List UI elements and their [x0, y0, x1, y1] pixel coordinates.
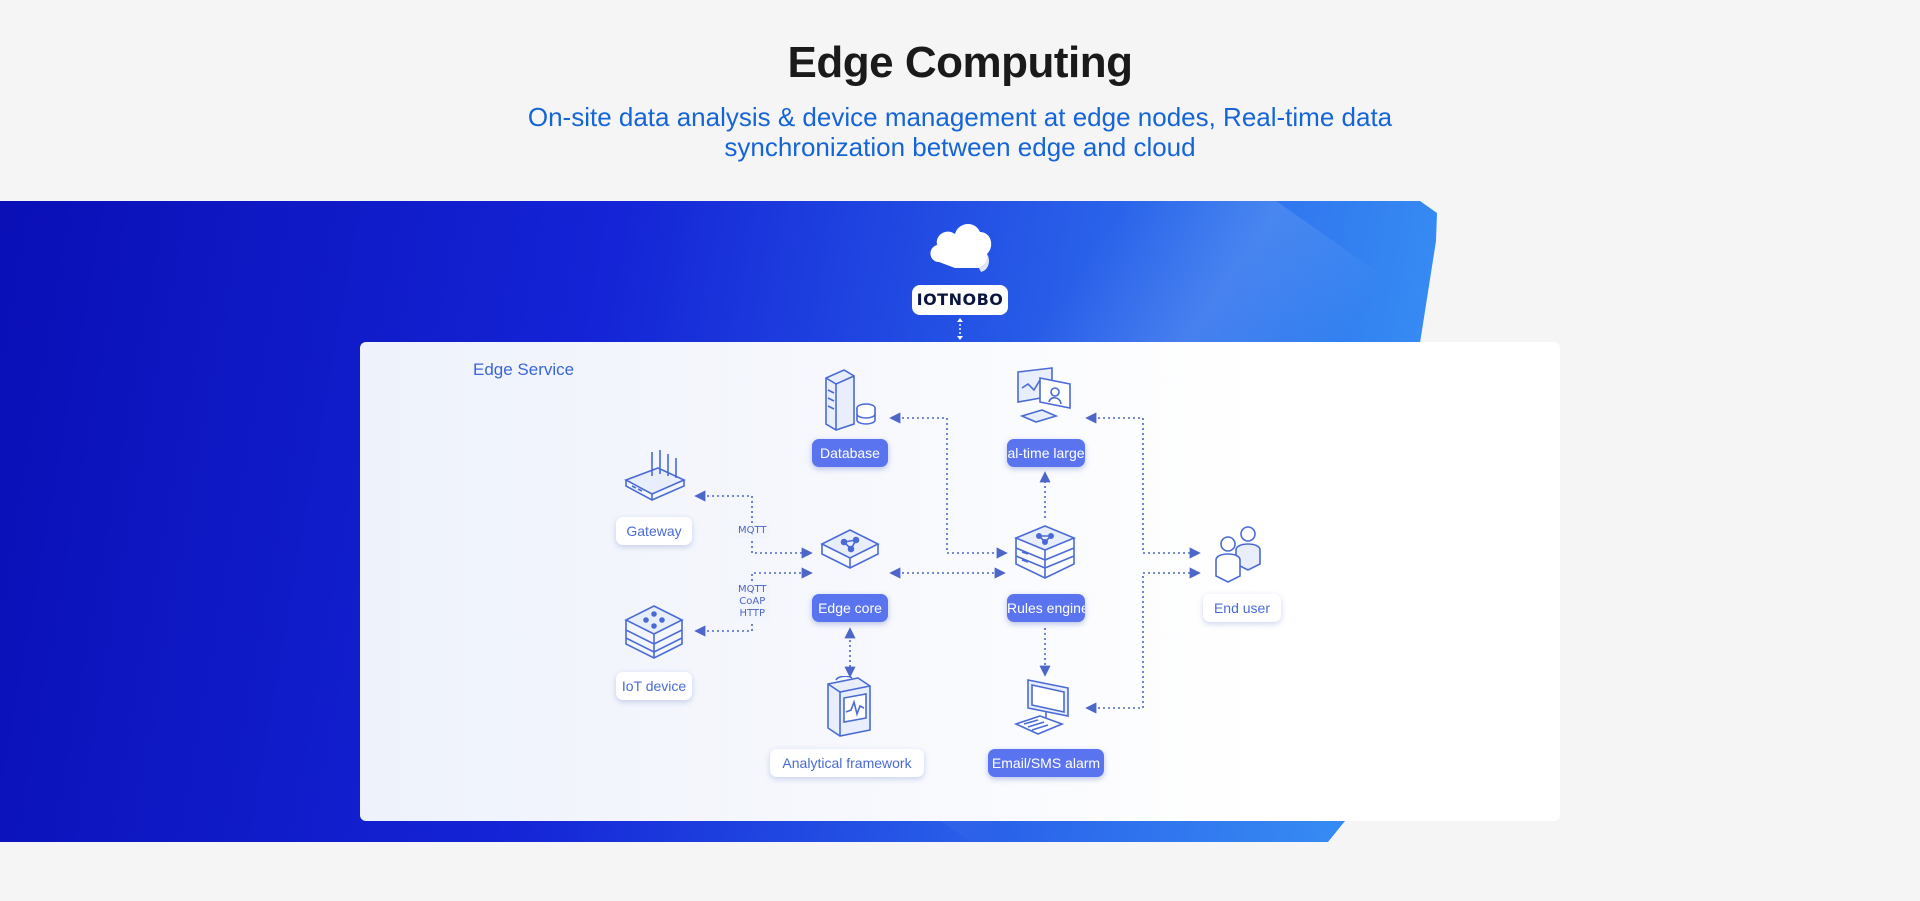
node-realtime-large-screen[interactable]: al-time large — [1007, 439, 1085, 467]
cloud-sync-arrow-icon — [957, 318, 963, 340]
protocol-coap: CoAP — [739, 596, 766, 607]
page-subtitle: On-site data analysis & device managemen… — [527, 102, 1393, 162]
node-gateway[interactable]: Gateway — [616, 517, 692, 545]
edge-service-panel — [360, 342, 1560, 821]
node-iot-device[interactable]: IoT device — [616, 672, 692, 700]
router-gateway-icon — [624, 450, 686, 501]
database-server-icon — [825, 369, 876, 431]
node-database[interactable]: Database — [812, 439, 888, 467]
monitor-dashboard-icon — [1017, 367, 1071, 423]
protocol-mqtt: MQTT — [738, 584, 767, 595]
rules-engine-server-icon — [1013, 525, 1077, 579]
node-rules-engine[interactable]: Rules engine — [1007, 594, 1085, 622]
node-analytical-framework[interactable]: Analytical framework — [770, 749, 924, 777]
protocol-label-mqtt: MQTT — [735, 524, 770, 538]
cloud-brand-logo: IOTNOBO — [912, 285, 1008, 315]
end-user-icon — [1215, 526, 1261, 583]
node-end-user[interactable]: End user — [1203, 594, 1281, 622]
protocol-http: HTTP — [739, 608, 766, 619]
cloud-icon — [930, 223, 992, 272]
edge-service-label: Edge Service — [473, 360, 575, 379]
edge-core-icon — [820, 529, 880, 569]
analytics-device-icon — [827, 676, 871, 737]
node-email-sms-alarm[interactable]: Email/SMS alarm — [988, 749, 1104, 777]
node-edge-core[interactable]: Edge core — [812, 594, 888, 622]
alarm-computer-icon — [1013, 679, 1069, 735]
iot-device-icon — [624, 605, 684, 659]
protocol-label-group: MQTT CoAP HTTP — [735, 583, 770, 621]
page-title: Edge Computing — [787, 38, 1133, 87]
